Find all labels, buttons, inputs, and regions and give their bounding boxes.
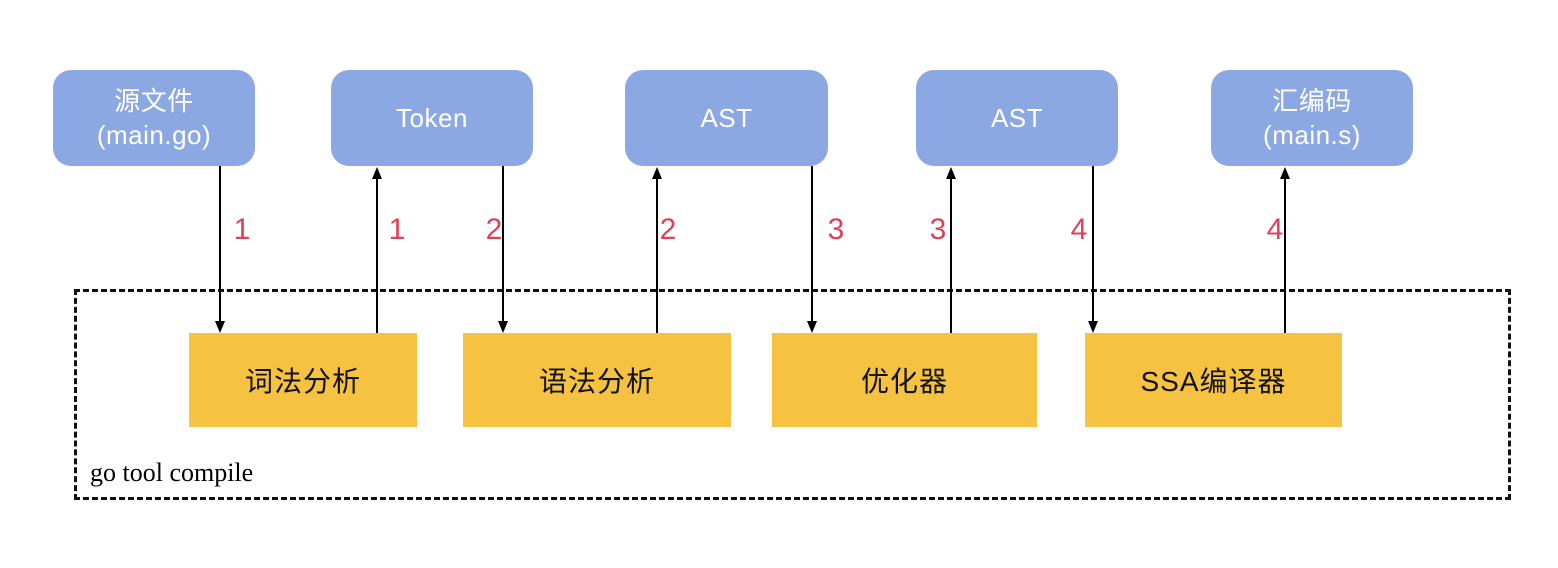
artifact-label: AST: [990, 103, 1044, 133]
arrowhead-icon: [215, 321, 225, 333]
arrow-ssa-to-assembly: [1280, 167, 1290, 333]
step-number: 2: [659, 213, 677, 246]
arrow-ast-to-ssa: [1088, 166, 1098, 333]
step-number: 3: [929, 213, 947, 246]
artifact-box-assembly: 汇编码 (main.s): [1211, 70, 1413, 166]
step-number: 2: [485, 213, 503, 246]
arrow-ast-to-optimizer: [807, 166, 817, 333]
artifact-label: 汇编码: [1272, 86, 1352, 116]
stage-box-optimizer: 优化器: [772, 333, 1037, 427]
arrow-lexer-to-token: [372, 167, 382, 333]
arrow-source-to-lexer: [215, 166, 225, 333]
arrow-token-to-parser: [498, 166, 508, 333]
stage-box-ssa-compiler: SSA编译器: [1085, 333, 1342, 427]
artifact-box-token: Token: [331, 70, 533, 166]
stage-label: 语法分析: [538, 366, 655, 397]
go-tool-compile-box: [74, 289, 1511, 500]
artifact-label: AST: [700, 103, 753, 133]
arrowhead-icon: [1280, 167, 1290, 179]
arrowhead-icon: [498, 321, 508, 333]
artifact-label: Token: [396, 103, 468, 133]
arrow-parser-to-ast: [652, 167, 662, 333]
pipeline-box-label: go tool compile: [90, 458, 254, 487]
arrowhead-icon: [1088, 321, 1098, 333]
stage-box-parser: 语法分析: [463, 333, 731, 427]
step-number: 1: [233, 213, 251, 246]
stage-label: SSA编译器: [1140, 366, 1287, 397]
arrow-optimizer-to-ast: [946, 167, 956, 333]
arrowhead-icon: [946, 167, 956, 179]
arrowhead-icon: [807, 321, 817, 333]
artifact-sublabel: (main.s): [1263, 120, 1361, 150]
artifact-label: 源文件: [114, 86, 194, 116]
stage-label: 词法分析: [244, 366, 361, 397]
artifact-box-ast-2: AST: [916, 70, 1118, 166]
step-number: 3: [827, 213, 845, 246]
artifact-box-source-file: 源文件 (main.go): [53, 70, 255, 166]
stage-box-lexer: 词法分析: [189, 333, 417, 427]
artifact-box-ast-1: AST: [625, 70, 828, 166]
stage-label: 优化器: [860, 366, 948, 397]
step-number: 4: [1266, 213, 1284, 246]
arrowhead-icon: [372, 167, 382, 179]
arrowhead-icon: [652, 167, 662, 179]
artifact-sublabel: (main.go): [96, 120, 212, 150]
step-number: 4: [1070, 213, 1088, 246]
step-number: 1: [388, 213, 406, 246]
